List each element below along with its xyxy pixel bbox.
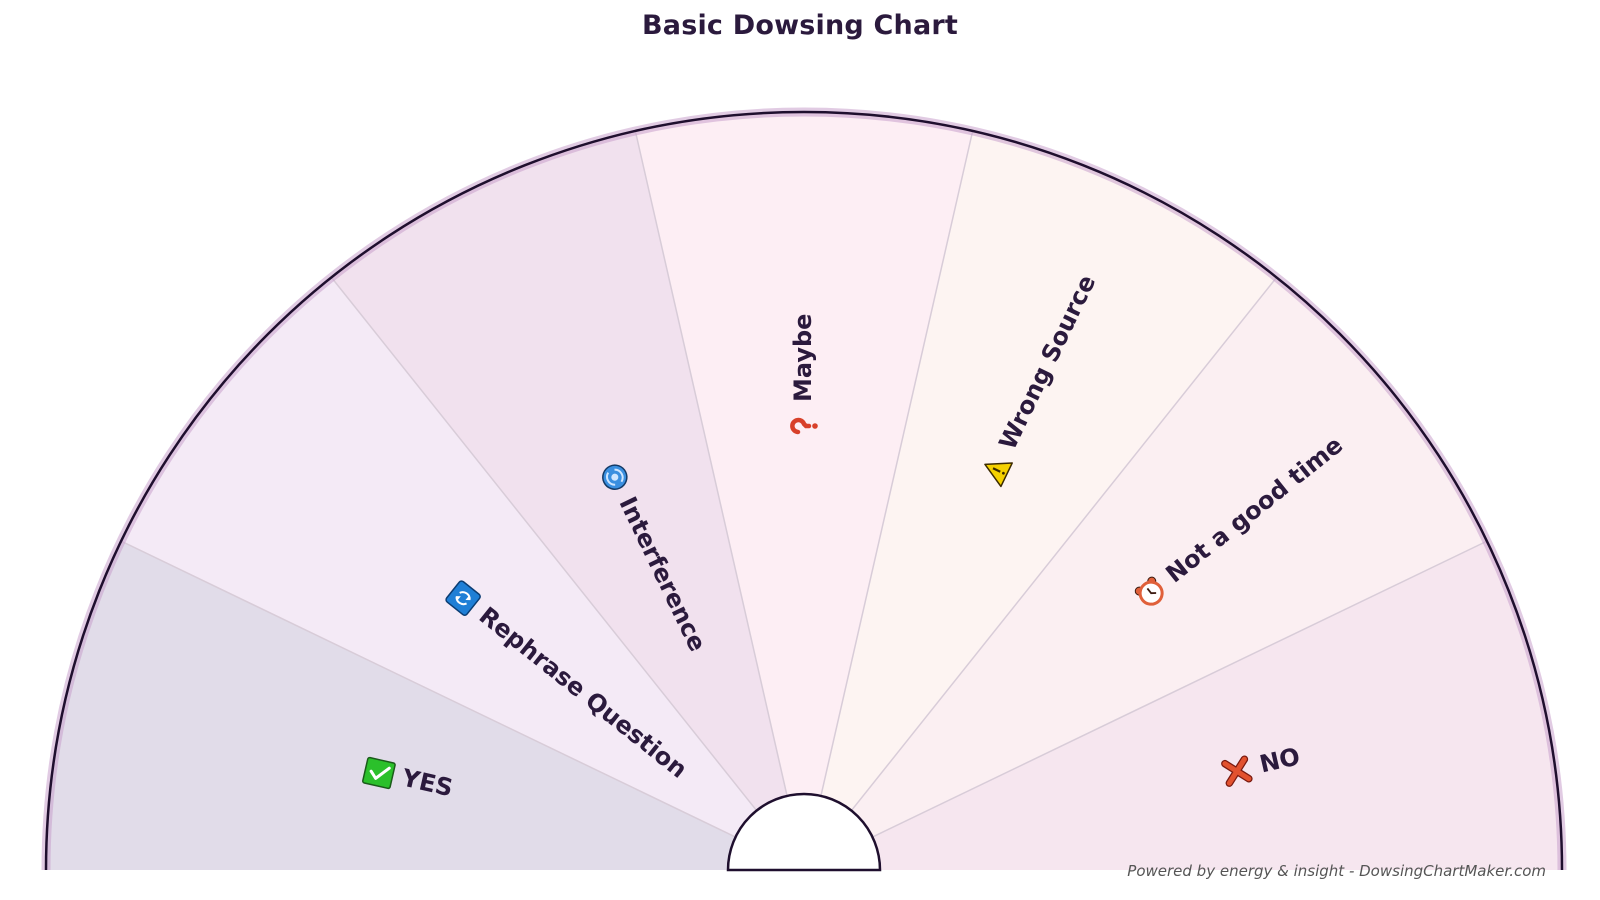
green-check-box-icon (362, 756, 396, 790)
rim-line (44, 110, 1564, 871)
segment-divider (634, 130, 788, 797)
dividers-layer (120, 130, 1488, 838)
segment-label-maybe: Maybe (789, 314, 817, 402)
segments-layer (46, 111, 1562, 871)
question-mark-icon (790, 417, 818, 435)
segment-label-group: Maybe (789, 314, 818, 435)
cyclone-icon (602, 464, 628, 490)
segment-interference (331, 131, 804, 870)
segment-no (804, 541, 1562, 870)
segment-wrong-source (804, 131, 1277, 870)
blue-refresh-icon (445, 580, 481, 616)
segment-maybe (635, 111, 973, 871)
center-hub (726, 792, 882, 872)
segment-yes (46, 541, 804, 870)
segment-divider (850, 276, 1278, 812)
segment-rephrase-question (121, 277, 804, 871)
segment-not-a-good-time (804, 277, 1487, 871)
outer-rim (41, 107, 1567, 871)
segment-divider (120, 540, 736, 838)
hub-circle (726, 792, 882, 872)
chart-title: Basic Dowsing Chart (642, 10, 958, 41)
segment-divider (820, 130, 974, 797)
segment-divider (330, 276, 758, 812)
alarm-clock-icon (1134, 576, 1164, 606)
footer-credit: Powered by energy & insight - DowsingCha… (1127, 862, 1546, 880)
red-cross-icon (1221, 755, 1253, 787)
segment-divider (872, 540, 1488, 838)
warning-triangle-icon (984, 462, 1013, 488)
